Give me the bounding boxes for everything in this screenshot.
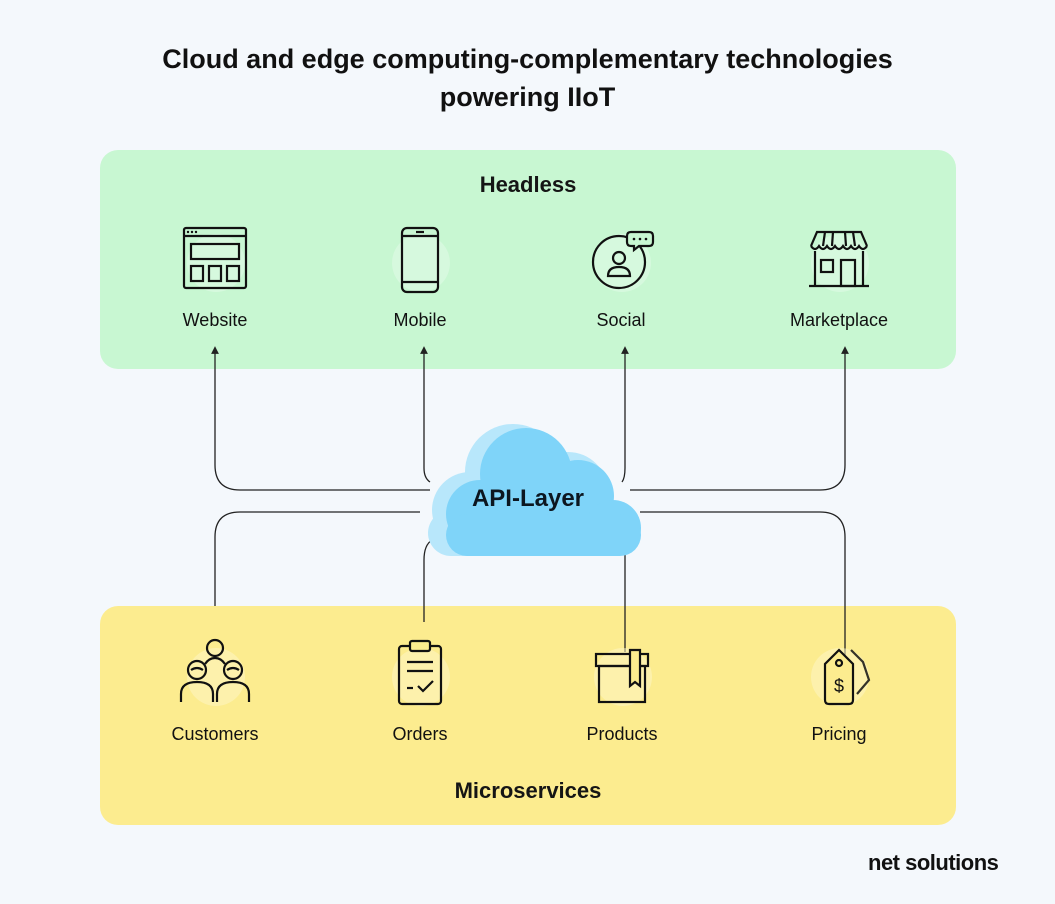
- connector-marketplace: [630, 346, 849, 491]
- orders-label: Orders: [392, 724, 448, 744]
- social-label: Social: [596, 310, 646, 330]
- mobile-label: Mobile: [393, 310, 447, 330]
- headless-title: Headless: [479, 172, 577, 197]
- microservices-title: Microservices: [454, 778, 602, 803]
- marketplace-label: Marketplace: [789, 310, 889, 330]
- connector-website: [211, 346, 430, 491]
- headless-item-mobile: Mobile: [345, 222, 495, 331]
- diagram-title: Cloud and edge computing-complementary t…: [162, 44, 893, 112]
- connector-pricing: [640, 511, 846, 655]
- browser-window-icon: [182, 226, 248, 290]
- products-label: Products: [586, 724, 658, 744]
- api-layer-label: API-Layer: [471, 485, 585, 512]
- pricing-label: Pricing: [811, 724, 867, 744]
- website-label: Website: [182, 310, 248, 330]
- connector-mobile: [420, 346, 431, 483]
- svg-text:$: $: [834, 676, 844, 696]
- smartphone-icon: [400, 226, 440, 294]
- microservice-item-customers: Customers: [140, 636, 290, 745]
- microservices-panel: Microservices: [100, 606, 956, 825]
- microservice-item-pricing: $ Pricing: [764, 636, 914, 745]
- people-group-icon: [179, 638, 251, 702]
- storefront-icon: [809, 230, 869, 288]
- microservice-item-products: Products: [547, 636, 697, 745]
- connector-customers: [214, 511, 420, 606]
- headless-item-marketplace: Marketplace: [764, 222, 914, 331]
- price-tag-icon: $: [823, 648, 871, 706]
- social-profile-icon: [591, 230, 655, 290]
- net-solutions-logo: net solutions: [868, 850, 999, 875]
- gift-box-icon: [594, 648, 650, 704]
- microservice-item-orders: Orders: [345, 636, 495, 745]
- customers-label: Customers: [171, 724, 259, 744]
- headless-item-website: Website: [140, 222, 290, 331]
- headless-item-social: Social: [546, 222, 696, 331]
- connector-social: [621, 346, 629, 483]
- api-layer-cloud: API-Layer: [408, 410, 648, 570]
- clipboard-check-icon: [397, 639, 443, 706]
- cloud-icon: [428, 424, 641, 556]
